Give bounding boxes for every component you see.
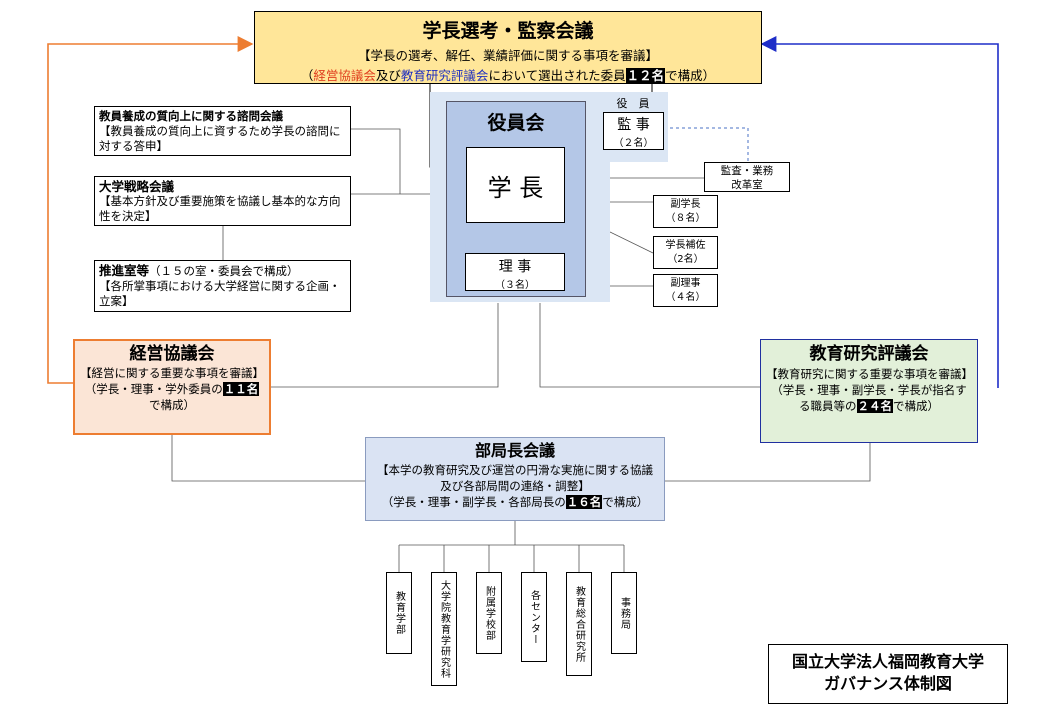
department-heads-council-composition: （学長・理事・副学長・各部局長の１６名で構成） (381, 495, 649, 509)
diagram-title-box: 国立大学法人福岡教育大学 ガバナンス体制図 (768, 644, 1008, 704)
executive-directors-count: （３名） (495, 280, 535, 291)
education-research-council-composition: （学長・理事・副学長・学長が指名する職員等の２４名で構成） (771, 383, 967, 413)
teacher-training-council-title: 教員養成の質向上に関する諮問会議 (99, 109, 283, 123)
department-heads-council-desc: 【本学の教育研究及び運営の円滑な実施に関する協議及び各部局間の連絡・調整】 (377, 463, 653, 493)
education-research-council-title: 教育研究評議会 (809, 344, 929, 364)
selection-council-box: 学長選考・監察会議 【学長の選考、解任、業績評価に関する事項を審議】 （経営協議… (254, 11, 762, 84)
management-council-composition: （学長・理事・学外委員の１１名で構成） (84, 382, 260, 412)
promotion-offices-sub: （１５の室・委員会で構成） (149, 264, 299, 278)
audit-office-line1: 監査・業務 (720, 165, 774, 177)
member-count-badge: １２名 (625, 68, 666, 83)
strategy-council-box: 大学戦略会議 【基本方針及び重要施策を協議し基本的な方向性を決定】 (94, 176, 351, 226)
management-council-desc: 【経営に関する重要な事項を審議】 (80, 366, 264, 380)
management-council-box: 経営協議会 【経営に関する重要な事項を審議】 （学長・理事・学外委員の１１名で構… (73, 339, 271, 435)
education-research-council-box: 教育研究評議会 【教育研究に関する重要な事項を審議】 （学長・理事・副学長・学長… (760, 339, 978, 443)
education-research-count-badge: ２４名 (856, 399, 893, 413)
unit-faculty-education: 教育学部 (386, 572, 412, 654)
department-heads-count-badge: １６名 (565, 495, 603, 509)
hyogi-ref: 教育研究評議会 (400, 68, 489, 83)
president-assistants-box: 学長補佐 （2名） (653, 236, 718, 269)
teacher-training-council-box: 教員養成の質向上に関する諮問会議 【教員養成の質向上に資するため学長の諮問に対す… (94, 106, 351, 156)
diagram-title-line2: ガバナンス体制図 (824, 674, 952, 693)
selection-council-title: 学長選考・監察会議 (422, 20, 594, 42)
executive-directors-box: 理 事 （３名） (465, 253, 565, 291)
vice-directors-box: 副理事 （４名） (653, 274, 718, 307)
president-box: 学 長 (466, 147, 565, 223)
keiei-ref: 経営協議会 (313, 68, 376, 83)
management-count-badge: １１名 (222, 382, 260, 396)
auditors-box: 監 事 （２名） (603, 112, 664, 150)
officers-label: 役 員 (616, 97, 650, 110)
auditors-count: （２名） (613, 138, 654, 149)
audit-office-line2: 改革室 (731, 179, 763, 191)
executive-directors-label: 理 事 (498, 259, 532, 275)
department-heads-council-title: 部局長会議 (474, 441, 555, 460)
selection-council-desc: 【学長の選考、解任、業績評価に関する事項を審議】 (357, 48, 658, 63)
promotion-offices-box: 推進室等（１５の室・委員会で構成） 【各所掌事項における大学経営に関する企画・立… (94, 260, 351, 312)
selection-council-composition: （経営協議会及び教育研究評議会において選出された委員１２名で構成） (300, 68, 716, 83)
president-label: 学 長 (487, 173, 544, 202)
promotion-offices-title: 推進室等 (99, 263, 150, 278)
management-council-title: 経営協議会 (129, 344, 215, 364)
strategy-council-desc: 【基本方針及び重要施策を協議し基本的な方向性を決定】 (99, 194, 341, 223)
auditors-label: 監 事 (617, 117, 650, 133)
unit-attached-schools: 附属学校部 (476, 572, 502, 654)
arrow-keiei-to-top (47, 36, 254, 384)
promotion-offices-desc: 【各所掌事項における大学経営に関する企画・立案】 (99, 279, 341, 308)
department-heads-council-box: 部局長会議 【本学の教育研究及び運営の円滑な実施に関する協議及び各部局間の連絡・… (365, 437, 665, 521)
promotion-offices-heading: 推進室等（１５の室・委員会で構成） (99, 263, 346, 279)
unit-graduate-school: 大学院教育学研究科 (431, 572, 457, 686)
teacher-training-council-desc: 【教員養成の質向上に資するため学長の諮問に対する答申】 (99, 124, 341, 153)
diagram-title-line1: 国立大学法人福岡教育大学 (791, 652, 984, 671)
vice-presidents-box: 副学長 （８名） (653, 195, 718, 228)
education-research-council-desc: 【教育研究に関する重要な事項を審議】 (766, 367, 973, 381)
unit-centers: 各センター (521, 572, 547, 662)
strategy-council-title: 大学戦略会議 (99, 179, 175, 194)
audit-office-box: 監査・業務 改革室 (704, 162, 790, 192)
unit-research-institute: 教育総合研究所 (566, 572, 592, 676)
board-of-directors-title: 役員会 (487, 112, 545, 134)
line-kanji-to-kansa (664, 127, 749, 162)
arrow-hyogi-to-top (760, 36, 999, 388)
unit-secretariat: 事務局 (611, 572, 637, 654)
